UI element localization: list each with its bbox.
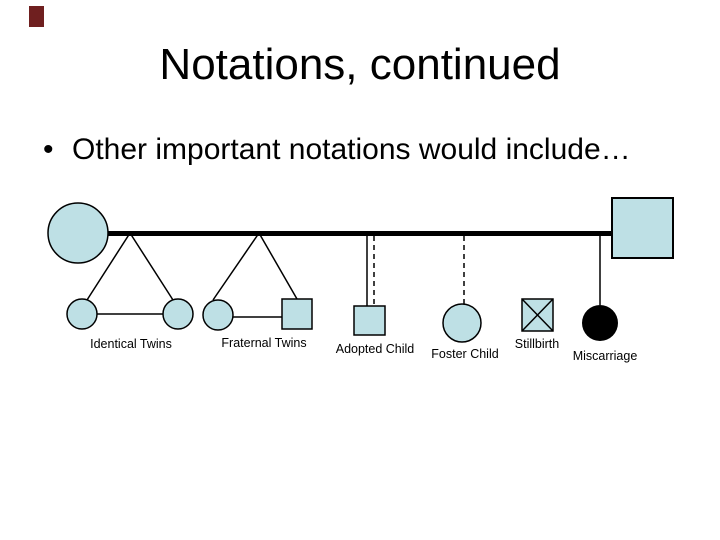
fraternal-twin-circle (202, 299, 234, 331)
mother-circle (47, 202, 109, 264)
bullet-line: • Other important notations would includ… (43, 131, 631, 169)
corner-marker (29, 6, 44, 27)
fraternal-twin-line-left (212, 232, 260, 301)
identical-twin-circle-right (162, 298, 194, 330)
identical-twins-group: Identical Twins (66, 232, 194, 351)
fraternal-twin-square (281, 298, 313, 330)
fraternal-twin-line-right (258, 232, 298, 300)
stillbirth-group: Stillbirth (515, 298, 560, 351)
foster-child-label: Foster Child (431, 347, 498, 361)
miscarriage-label: Miscarriage (573, 349, 638, 363)
miscarriage-circle (582, 305, 618, 341)
fraternal-twins-group: Fraternal Twins (202, 232, 313, 350)
father-square (611, 197, 674, 259)
stillbirth-label: Stillbirth (515, 337, 560, 351)
bullet-text: Other important notations would include… (72, 133, 631, 166)
marriage-line (106, 231, 612, 236)
adopted-child-square (353, 305, 386, 336)
adopted-child-label: Adopted Child (336, 342, 415, 356)
fraternal-twins-label: Fraternal Twins (221, 336, 306, 350)
foster-child-circle (442, 303, 482, 343)
bullet-glyph: • (43, 133, 54, 166)
stillbirth-cross-line-2 (521, 298, 554, 332)
miscarriage-group: Miscarriage (573, 236, 638, 363)
foster-child-group: Foster Child (431, 236, 499, 361)
slide-title: Notations, continued (159, 40, 561, 89)
adopted-child-group: Adopted Child (336, 236, 415, 356)
identical-twin-circle-left (66, 298, 98, 330)
identical-twin-line-left (86, 232, 131, 301)
identical-twin-line-right (129, 232, 174, 301)
pedigree-diagram: Identical Twins Fraternal Twins Adopted … (47, 197, 674, 363)
identical-twins-label: Identical Twins (90, 337, 172, 351)
